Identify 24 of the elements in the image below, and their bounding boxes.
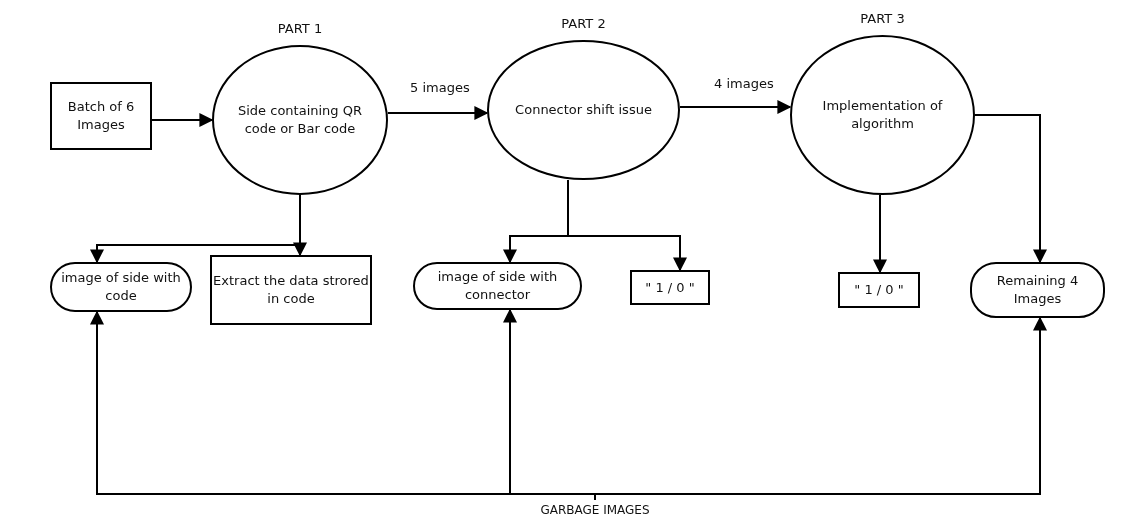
- part-heading: PART 2: [560, 15, 607, 33]
- arrow: [974, 114, 1047, 264]
- part-heading: PART 1: [276, 20, 324, 38]
- arrow: [679, 100, 792, 114]
- node-text: Implementation of algorithm: [821, 97, 944, 133]
- process-box: " 1 / 0 ": [838, 272, 920, 308]
- node-text: Side containing QR code or Bar code: [237, 102, 363, 138]
- arrow: [387, 106, 489, 120]
- arrow: [594, 316, 1047, 501]
- part-heading: PART 3: [859, 10, 906, 28]
- process-box: Extract the data strored in code: [210, 255, 372, 325]
- arrow: [151, 113, 214, 127]
- arrow: [293, 194, 307, 257]
- process-box: " 1 / 0 ": [630, 270, 710, 305]
- process-box: Batch of 6 Images: [50, 82, 152, 150]
- text-label: GARBAGE IMAGES: [525, 500, 665, 520]
- arrow: [567, 179, 687, 272]
- terminal-box: image of side with connector: [413, 262, 582, 310]
- edge-label: 4 images: [712, 76, 776, 91]
- edge-label: 5 images: [408, 80, 472, 95]
- terminal-box: Remaining 4 Images: [970, 262, 1105, 318]
- arrow: [873, 194, 887, 274]
- node-text: Connector shift issue: [514, 101, 653, 119]
- terminal-box: image of side with code: [50, 262, 192, 312]
